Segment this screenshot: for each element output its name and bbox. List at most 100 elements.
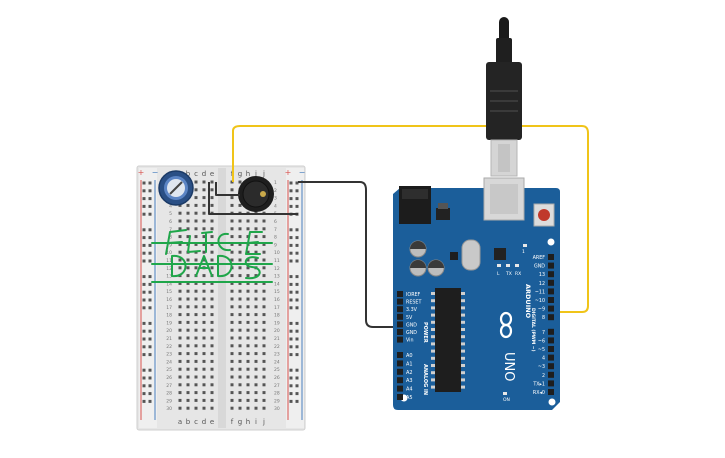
- digital-pin[interactable]: [548, 328, 554, 335]
- breadboard-hole[interactable]: [194, 398, 198, 402]
- breadboard-hole[interactable]: [202, 242, 206, 246]
- breadboard-hole[interactable]: [246, 313, 250, 317]
- breadboard-hole[interactable]: [254, 250, 258, 254]
- breadboard-hole[interactable]: [238, 305, 242, 309]
- power-pin[interactable]: [397, 291, 403, 297]
- rail-hole[interactable]: [295, 275, 299, 279]
- breadboard-hole[interactable]: [262, 344, 266, 348]
- digital-pin[interactable]: [548, 288, 554, 295]
- breadboard-hole[interactable]: [210, 344, 214, 348]
- rail-hole[interactable]: [295, 181, 299, 185]
- breadboard-hole[interactable]: [210, 180, 214, 184]
- breadboard-hole[interactable]: [178, 227, 182, 231]
- breadboard-hole[interactable]: [246, 352, 250, 356]
- breadboard-hole[interactable]: [238, 336, 242, 340]
- breadboard-hole[interactable]: [178, 398, 182, 402]
- rail-hole[interactable]: [142, 337, 146, 341]
- rail-hole[interactable]: [148, 392, 152, 396]
- breadboard-hole[interactable]: [202, 289, 206, 293]
- breadboard-hole[interactable]: [238, 383, 242, 387]
- breadboard-hole[interactable]: [186, 297, 190, 301]
- breadboard-hole[interactable]: [254, 344, 258, 348]
- breadboard-hole[interactable]: [186, 391, 190, 395]
- rail-hole[interactable]: [295, 298, 299, 302]
- breadboard-hole[interactable]: [202, 336, 206, 340]
- rail-hole[interactable]: [148, 197, 152, 201]
- breadboard-hole[interactable]: [246, 227, 250, 231]
- breadboard-hole[interactable]: [194, 258, 198, 262]
- breadboard-hole[interactable]: [210, 320, 214, 324]
- rail-hole[interactable]: [289, 376, 293, 380]
- breadboard-hole[interactable]: [202, 180, 206, 184]
- breadboard-hole[interactable]: [230, 398, 234, 402]
- breadboard-hole[interactable]: [186, 305, 190, 309]
- breadboard-hole[interactable]: [186, 313, 190, 317]
- breadboard-hole[interactable]: [186, 266, 190, 270]
- breadboard-hole[interactable]: [246, 336, 250, 340]
- digital-pin[interactable]: [548, 337, 554, 344]
- breadboard-hole[interactable]: [186, 320, 190, 324]
- rail-hole[interactable]: [295, 353, 299, 357]
- breadboard-hole[interactable]: [178, 320, 182, 324]
- breadboard-hole[interactable]: [230, 367, 234, 371]
- breadboard-hole[interactable]: [230, 242, 234, 246]
- breadboard-hole[interactable]: [246, 406, 250, 410]
- breadboard-hole[interactable]: [230, 203, 234, 207]
- rail-hole[interactable]: [289, 243, 293, 247]
- rail-hole[interactable]: [142, 376, 146, 380]
- breadboard-hole[interactable]: [246, 281, 250, 285]
- breadboard-hole[interactable]: [262, 320, 266, 324]
- breadboard-hole[interactable]: [246, 250, 250, 254]
- breadboard-hole[interactable]: [202, 391, 206, 395]
- breadboard-hole[interactable]: [262, 383, 266, 387]
- breadboard-hole[interactable]: [210, 336, 214, 340]
- breadboard-hole[interactable]: [238, 344, 242, 348]
- breadboard-hole[interactable]: [246, 391, 250, 395]
- breadboard-hole[interactable]: [194, 352, 198, 356]
- breadboard-hole[interactable]: [254, 336, 258, 340]
- breadboard-hole[interactable]: [230, 359, 234, 363]
- rail-hole[interactable]: [148, 345, 152, 349]
- rail-hole[interactable]: [295, 368, 299, 372]
- breadboard-hole[interactable]: [202, 250, 206, 254]
- breadboard-hole[interactable]: [202, 219, 206, 223]
- breadboard-hole[interactable]: [186, 344, 190, 348]
- breadboard-hole[interactable]: [246, 344, 250, 348]
- rail-hole[interactable]: [142, 243, 146, 247]
- breadboard-hole[interactable]: [246, 320, 250, 324]
- breadboard-hole[interactable]: [262, 227, 266, 231]
- breadboard-hole[interactable]: [186, 359, 190, 363]
- digital-pin[interactable]: [548, 354, 554, 361]
- breadboard-hole[interactable]: [246, 219, 250, 223]
- power-pin[interactable]: [397, 329, 403, 335]
- breadboard-hole[interactable]: [194, 336, 198, 340]
- breadboard-hole[interactable]: [194, 320, 198, 324]
- breadboard-hole[interactable]: [210, 352, 214, 356]
- breadboard-hole[interactable]: [238, 250, 242, 254]
- breadboard-hole[interactable]: [186, 211, 190, 215]
- rail-hole[interactable]: [289, 275, 293, 279]
- power-pin[interactable]: [397, 321, 403, 328]
- breadboard-hole[interactable]: [238, 328, 242, 332]
- digital-pin[interactable]: [548, 346, 554, 352]
- rail-hole[interactable]: [295, 345, 299, 349]
- rail-hole[interactable]: [289, 368, 293, 372]
- breadboard-hole[interactable]: [178, 336, 182, 340]
- rail-hole[interactable]: [142, 197, 146, 201]
- rail-hole[interactable]: [148, 321, 152, 325]
- rail-hole[interactable]: [289, 181, 293, 185]
- rail-hole[interactable]: [148, 306, 152, 310]
- breadboard-hole[interactable]: [210, 391, 214, 395]
- breadboard-hole[interactable]: [230, 352, 234, 356]
- piezo-buzzer[interactable]: [238, 176, 274, 212]
- power-pin[interactable]: [397, 336, 403, 343]
- rail-hole[interactable]: [289, 236, 293, 240]
- breadboard-hole[interactable]: [238, 406, 242, 410]
- rail-hole[interactable]: [142, 212, 146, 216]
- breadboard-hole[interactable]: [246, 305, 250, 309]
- power-pin[interactable]: [397, 298, 403, 305]
- rail-hole[interactable]: [148, 251, 152, 255]
- potentiometer[interactable]: [158, 170, 194, 206]
- rail-hole[interactable]: [295, 329, 299, 333]
- breadboard-hole[interactable]: [178, 281, 182, 285]
